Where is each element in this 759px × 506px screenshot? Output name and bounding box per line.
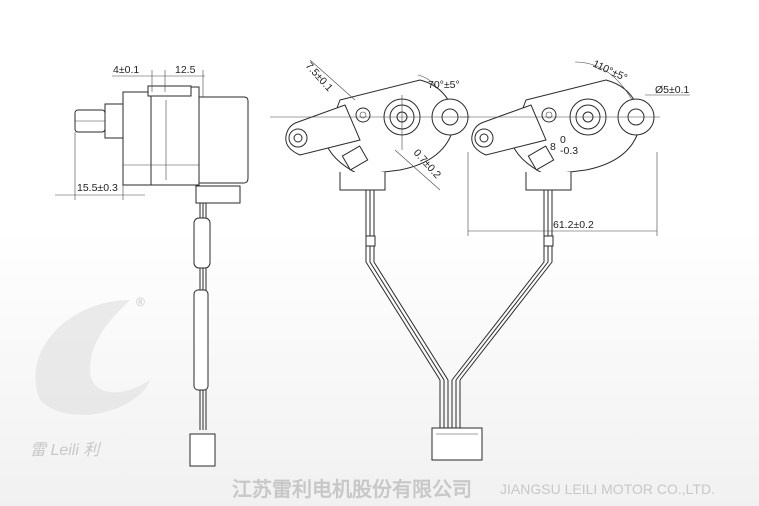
side-connector (189, 433, 216, 467)
dim-radius-tol-lower: -0.3 (560, 145, 578, 157)
watermark-logo (35, 300, 150, 415)
left-cable (365, 190, 449, 381)
watermark-registered: ® (136, 295, 145, 309)
front-view-left: 7.5±0.1 70°±5° 0.7±0.2 (270, 59, 470, 381)
right-cable (451, 190, 554, 381)
watermark: ® 雷 Leili 利 江苏雷利电机股份有限公司 JIANGSU LEILI M… (30, 295, 715, 501)
side-view: 4±0.1 12.5 15.5±0.3 (55, 64, 249, 467)
dim-angle-70: 70°±5° (428, 79, 460, 91)
dim-hole-diameter: Ø5±0.1 (655, 84, 690, 96)
dim-radius: 8 (550, 141, 556, 153)
dim-gear-width: 4±0.1 (113, 64, 139, 76)
watermark-logo-text: 雷 Leili 利 (30, 441, 101, 459)
dim-radius-tol-upper: 0 (560, 134, 566, 146)
watermark-company-en: JIANGSU LEILI MOTOR CO.,LTD. (500, 481, 715, 497)
watermark-company-cn: 江苏雷利电机股份有限公司 (232, 477, 472, 501)
side-cable (193, 203, 211, 430)
dim-arm-width: 7.5±0.1 (303, 60, 335, 94)
dim-shaft-length: 15.5±0.3 (77, 182, 118, 194)
front-view-right: 110°±5° Ø5±0.1 8 0 -0.3 61.2±0.2 (451, 58, 690, 381)
dim-overall-width: 61.2±0.2 (553, 219, 594, 231)
front-connector (431, 380, 483, 461)
dim-motor-offset: 12.5 (175, 64, 196, 76)
dim-angle-110: 110°±5° (591, 58, 629, 84)
